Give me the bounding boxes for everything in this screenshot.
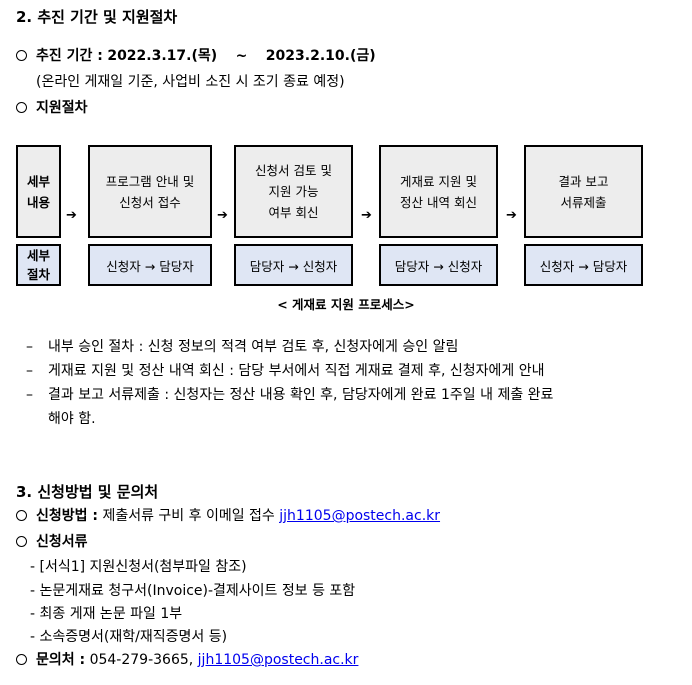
arrow-icon: ➔ (506, 208, 517, 223)
arrow-icon: ➔ (217, 208, 228, 223)
step-1-flow: 신청자 → 담당자 (88, 244, 212, 286)
contact-email-link[interactable]: jjh1105@postech.ac.kr (197, 652, 359, 668)
process-caption: < 게재료 지원 프로세스> (277, 297, 415, 312)
method-email-link[interactable]: jjh1105@postech.ac.kr (279, 508, 441, 524)
contact-phone: 054-279-3665, (89, 652, 194, 668)
method-text: 제출서류 구비 후 이메일 접수 (102, 508, 275, 524)
circle-bullet-icon (16, 50, 27, 61)
period-end: 2023.2.10.(금) (265, 48, 376, 64)
note-item: –게재료 지원 및 정산 내역 회신 : 담당 부서에서 직접 게재료 결제 후… (26, 363, 545, 379)
contact-label: 문의처 : (36, 652, 86, 668)
circle-bullet-icon (16, 536, 27, 547)
step-3-content: 게재료 지원 및 정산 내역 회신 (379, 145, 498, 238)
contact-line: 문의처 : 054-279-3665, jjh1105@postech.ac.k… (16, 649, 358, 669)
doc-item: - 최종 게재 논문 파일 1부 (30, 606, 183, 622)
period-label: 추진 기간 : (36, 48, 103, 64)
method-label: 신청방법 : (36, 508, 98, 524)
section-2-title: 2. 추진 기간 및 지원절차 (16, 8, 178, 26)
step-3-flow: 담당자 → 신청자 (379, 244, 498, 286)
period-note: (온라인 게재일 기준, 사업비 소진 시 조기 종료 예정) (36, 74, 345, 90)
note-item: –내부 승인 절차 : 신청 정보의 적격 여부 검토 후, 신청자에게 승인 … (26, 339, 459, 355)
note-item: –결과 보고 서류제출 : 신청자는 정산 내용 확인 후, 담당자에게 완료 … (26, 387, 554, 403)
arrow-icon: ➔ (361, 208, 372, 223)
row-label-content: 세부 내용 (16, 145, 61, 238)
period-start: 2022.3.17.(목) (107, 48, 218, 64)
circle-bullet-icon (16, 102, 27, 113)
step-2-flow: 담당자 → 신청자 (234, 244, 353, 286)
step-2-content: 신청서 검토 및 지원 가능 여부 회신 (234, 145, 353, 238)
note-item-continued: 해야 함. (48, 411, 96, 427)
docs-heading: 신청서류 (16, 531, 88, 551)
step-4-content: 결과 보고 서류제출 (524, 145, 643, 238)
procedure-heading: 지원절차 (16, 97, 88, 117)
period-line: 추진 기간 : 2022.3.17.(목) ~ 2023.2.10.(금) (16, 45, 376, 65)
doc-item: - 소속증명서(재학/재직증명서 등) (30, 629, 228, 645)
step-1-content: 프로그램 안내 및 신청서 접수 (88, 145, 212, 238)
section-3-title: 3. 신청방법 및 문의처 (16, 483, 159, 501)
circle-bullet-icon (16, 510, 27, 521)
step-4-flow: 신청자 → 담당자 (524, 244, 643, 286)
procedure-label: 지원절차 (36, 100, 88, 116)
arrow-icon: ➔ (66, 208, 77, 223)
docs-label: 신청서류 (36, 534, 88, 550)
circle-bullet-icon (16, 654, 27, 665)
period-separator: ~ (235, 48, 248, 64)
row-label-procedure: 세부 절차 (16, 244, 61, 286)
method-line: 신청방법 : 제출서류 구비 후 이메일 접수 jjh1105@postech.… (16, 505, 440, 525)
doc-item: - 논문게재료 청구서(Invoice)-결제사이트 정보 등 포함 (30, 583, 356, 599)
doc-item: - [서식1] 지원신청서(첨부파일 참조) (30, 559, 247, 575)
